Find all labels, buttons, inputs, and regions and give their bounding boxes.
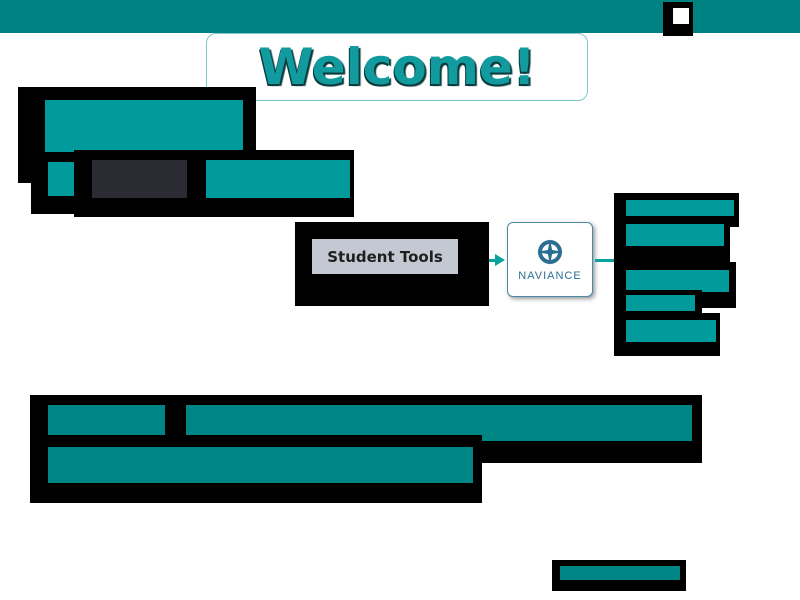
redacted-footer-text [560,566,680,580]
redacted-text-block [48,162,76,196]
connector-line [595,259,615,262]
redacted-heading-block [45,100,243,152]
menu-toggle-icon [673,8,689,24]
connector-line [489,259,499,262]
redacted-list-item [626,320,716,342]
arrow-right-icon [495,254,505,266]
redacted-text-block [206,160,350,198]
naviance-label: NAVIANCE [518,270,582,282]
redacted-dark-tab [92,160,187,198]
redacted-text-block [48,447,473,483]
redacted-list-item [626,200,734,216]
naviance-card[interactable]: NAVIANCE [507,222,593,297]
compass-icon [537,239,563,265]
redacted-list-item [626,270,729,292]
redacted-list-item [626,295,695,311]
redacted-list-item [626,224,724,246]
welcome-title: Welcome! [258,38,536,96]
welcome-banner [206,33,588,101]
redacted-text-block [48,405,165,435]
student-tools-button[interactable]: Student Tools [312,239,458,274]
